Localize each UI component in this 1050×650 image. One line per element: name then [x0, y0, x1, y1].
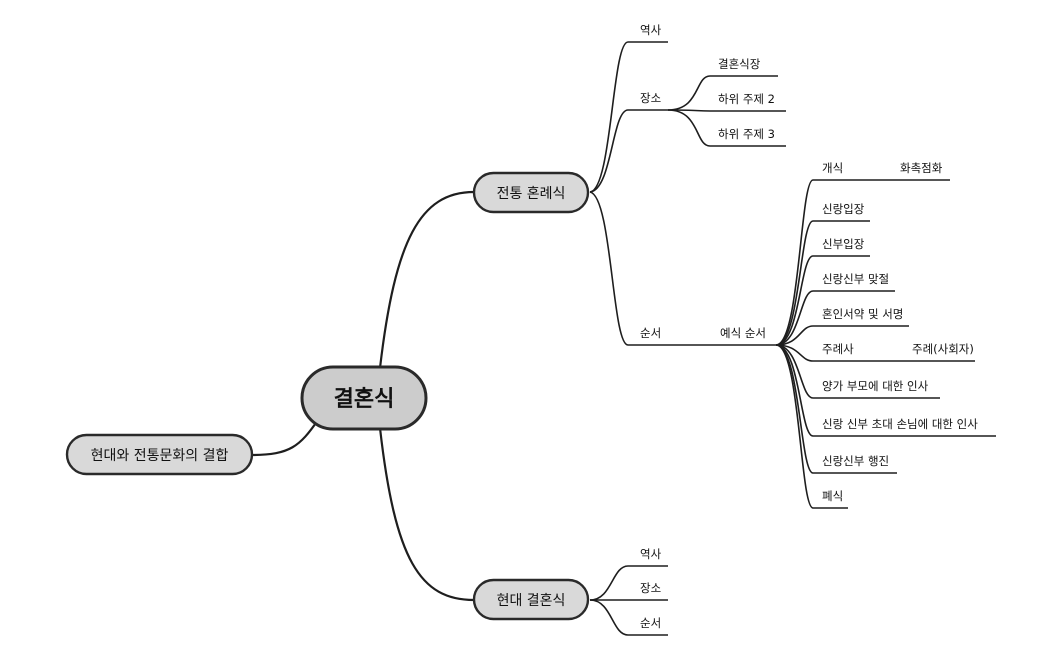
edge-venue-3 — [667, 109, 786, 147]
edge-step-4 — [775, 290, 895, 346]
step-1[interactable]: 개식 — [822, 161, 843, 175]
topic-venue-2[interactable]: 하위 주제 2 — [718, 92, 775, 106]
topic-modern-2[interactable]: 장소 — [640, 581, 661, 595]
edge-venue-2 — [667, 109, 786, 112]
edge-root-traditional — [378, 190, 475, 369]
left-branch-node[interactable]: 현대와 전통문화의 결합 — [65, 433, 254, 476]
topic-venue-1[interactable]: 결혼식장 — [718, 57, 761, 71]
modern-label: 현대 결혼식 — [497, 593, 566, 609]
step-3[interactable]: 신부입장 — [822, 237, 865, 251]
step-6[interactable]: 주례사 — [822, 342, 854, 356]
root-node[interactable]: 결혼식 — [300, 365, 428, 431]
edge-step-2 — [775, 220, 870, 346]
traditional-shape — [472, 171, 590, 214]
topic-modern-3[interactable]: 순서 — [640, 616, 661, 630]
topic-modern-1[interactable]: 역사 — [640, 547, 662, 561]
topic-ceremony[interactable]: 예식 순서 — [720, 326, 766, 340]
topic-trad-venue[interactable]: 장소 — [640, 91, 661, 105]
step-5[interactable]: 혼인서약 및 서명 — [822, 307, 903, 321]
step-4[interactable]: 신랑신부 맞절 — [822, 272, 889, 286]
traditional-label: 전통 혼례식 — [497, 186, 566, 202]
edge-modern-1 — [589, 565, 668, 601]
left-branch-shape — [65, 433, 254, 476]
edge-modern-3 — [589, 599, 668, 636]
root-node-shape — [300, 365, 428, 431]
edge-step-10 — [775, 344, 848, 509]
topic-trad-order[interactable]: 순서 — [640, 326, 661, 340]
edge-step-7 — [775, 344, 940, 399]
edge-step-6 — [775, 344, 860, 362]
edge-trad-order — [589, 191, 668, 346]
edge-trad-history — [589, 41, 668, 193]
edge-venue-1 — [667, 75, 778, 111]
topic-venue-3[interactable]: 하위 주제 3 — [718, 127, 775, 141]
step-1-detail[interactable]: 화촉점화 — [900, 161, 943, 175]
edge-step-5 — [775, 325, 909, 346]
modern-shape — [472, 578, 590, 621]
root-label: 결혼식 — [334, 387, 395, 412]
step-9[interactable]: 신랑신부 행진 — [822, 454, 889, 468]
step-10[interactable]: 폐식 — [822, 489, 843, 503]
left-branch-label: 현대와 전통문화의 결합 — [91, 448, 229, 464]
edge-trad-venue — [589, 109, 668, 193]
step-2[interactable]: 신랑입장 — [822, 202, 865, 216]
edge-root-modern — [378, 427, 475, 602]
edge-step-3 — [775, 255, 870, 346]
traditional-node[interactable]: 전통 혼례식 — [472, 171, 590, 214]
edge-root-left — [251, 419, 319, 457]
topic-trad-history[interactable]: 역사 — [640, 23, 662, 37]
modern-node[interactable]: 현대 결혼식 — [472, 578, 590, 621]
edge-step-1 — [775, 179, 860, 346]
step-7[interactable]: 양가 부모에 대한 인사 — [822, 379, 929, 393]
step-6-detail[interactable]: 주례(사회자) — [912, 342, 974, 356]
step-8[interactable]: 신랑 신부 초대 손님에 대한 인사 — [822, 417, 978, 431]
